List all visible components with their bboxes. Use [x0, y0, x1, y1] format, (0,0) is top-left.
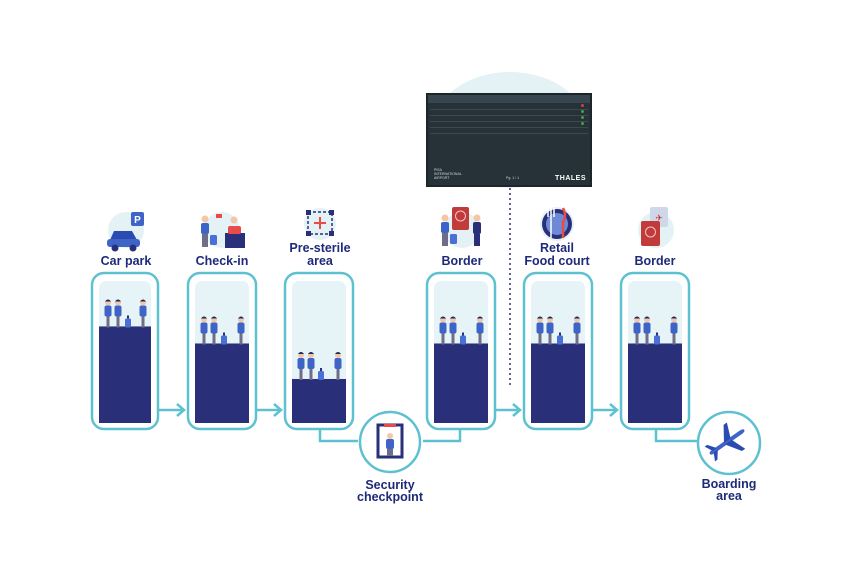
queue-bar-check-in	[195, 343, 249, 423]
queue-bar-border-1	[434, 343, 488, 423]
retail-fork-knife-icon	[540, 207, 574, 241]
board-airport-name: PISA INTERNATIONAL AIRPORT	[434, 168, 462, 180]
board-row	[430, 116, 588, 122]
board-header	[428, 95, 590, 103]
queue-bar-border-2	[628, 343, 682, 423]
check-in-icon	[201, 212, 245, 248]
pre-sterile-icon	[304, 208, 336, 240]
label-boarding-line1: Boarding	[702, 477, 757, 491]
label-pre-sterile-line2: area	[307, 254, 334, 268]
queue-bar-retail	[531, 343, 585, 423]
board-row	[430, 104, 588, 110]
thales-logo: THALES	[555, 175, 586, 182]
stage-box-pre-sterile	[283, 271, 355, 431]
label-boarding-line2: area	[716, 489, 743, 503]
label-retail-line2: Food court	[524, 254, 590, 268]
board-row	[430, 128, 588, 134]
label-car-park: Car park	[101, 254, 152, 268]
queue-people-retail	[536, 316, 581, 345]
label-security-line2: checkpoint	[357, 490, 424, 504]
queue-people-pre-sterile	[297, 351, 342, 380]
airplane-icon	[704, 422, 746, 462]
label-border-2: Border	[635, 254, 676, 268]
border-passport-boarding-icon: ✈	[638, 207, 674, 248]
border-passport-icon	[441, 207, 481, 248]
label-security-line1: Security	[365, 478, 414, 492]
label-check-in: Check-in	[196, 254, 249, 268]
svg-text:P: P	[134, 215, 141, 226]
label-pre-sterile-line1: Pre-sterile	[289, 241, 350, 255]
board-row	[430, 122, 588, 128]
queue-people-car-park	[104, 299, 147, 328]
board-row	[430, 110, 588, 116]
people-layer	[104, 299, 678, 380]
status-dot-green	[581, 122, 584, 125]
queue-bar-car-park	[99, 326, 151, 423]
stage-box-car-park	[90, 271, 160, 431]
status-dot-green	[581, 110, 584, 113]
status-dot-red	[581, 104, 584, 107]
label-border-1: Border	[442, 254, 483, 268]
queue-people-border-1	[439, 316, 484, 345]
queue-people-check-in	[200, 316, 245, 345]
boarding-area-circle	[696, 410, 762, 476]
security-checkpoint-circle	[358, 410, 422, 474]
board-page-indicator: Pg. 1 / 1	[506, 176, 520, 180]
svg-text:✈: ✈	[655, 214, 663, 224]
metal-detector-icon	[376, 423, 404, 459]
flow-arrows	[157, 403, 697, 443]
label-retail-line1: Retail	[540, 241, 574, 255]
car-park-icon: P	[107, 212, 144, 252]
stage-box-border-2	[619, 271, 691, 431]
queue-bar-pre-sterile	[292, 378, 346, 423]
stage-box-retail	[522, 271, 594, 431]
stage-box-border-1	[425, 271, 497, 431]
queue-people-border-2	[633, 316, 678, 345]
status-dot-green	[581, 116, 584, 119]
flight-info-display: PISA INTERNATIONAL AIRPORT Pg. 1 / 1 THA…	[426, 93, 592, 187]
stage-box-check-in	[186, 271, 258, 431]
